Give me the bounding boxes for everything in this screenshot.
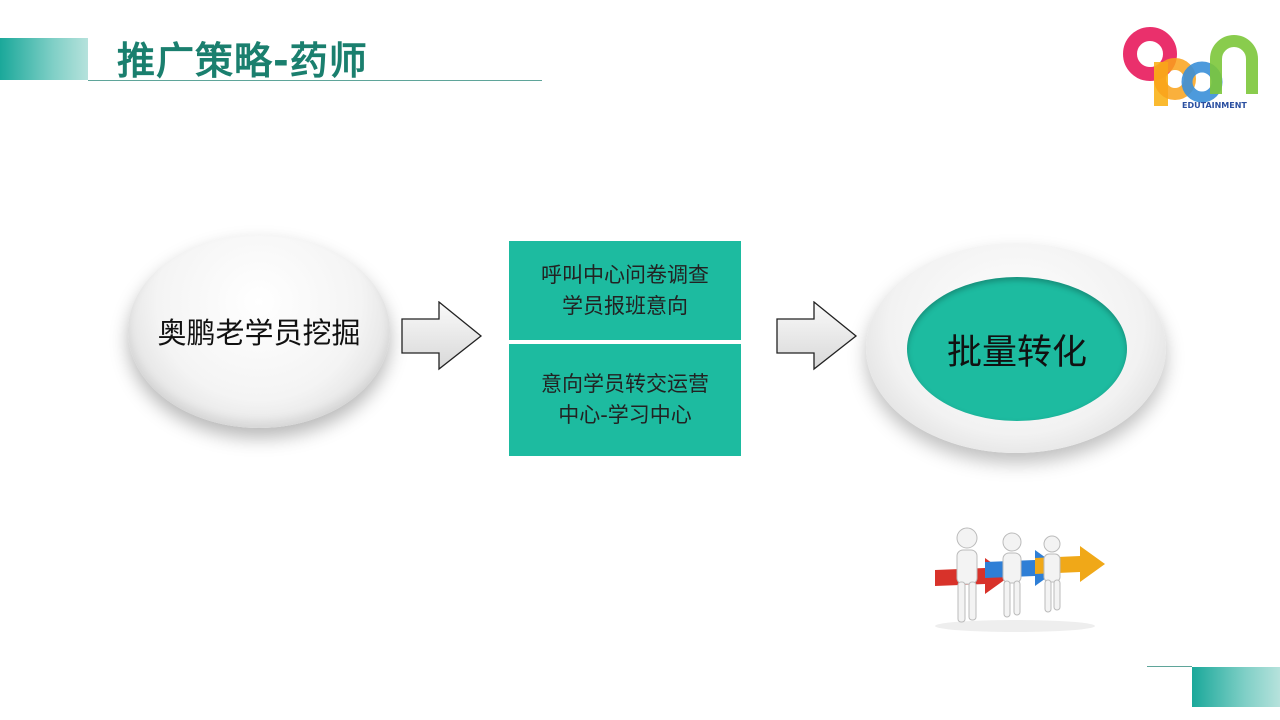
result-label: 批量转化 (946, 332, 1087, 373)
start-ellipse: 奥鹏老学员挖掘 (128, 234, 390, 428)
step-text: 呼叫中心问卷调查 (541, 262, 709, 287)
step-text: 意向学员转交运营 (541, 372, 709, 396)
arrow-right-icon (401, 301, 483, 371)
arrow-right-icon (776, 301, 858, 371)
step-box-transfer: 意向学员转交运营中心-学习中心 (509, 344, 741, 456)
result-ellipse: 批量转化 (866, 243, 1166, 453)
footer-decor-band (1192, 667, 1280, 707)
people-with-arrows-illustration (925, 520, 1110, 639)
result-inner: 批量转化 (907, 277, 1127, 421)
slide-title: 推广策略-药师 (117, 39, 368, 83)
step-text: 中心-学习中心 (558, 403, 692, 427)
open-edutainment-logo: EDUTAINMENT (1120, 24, 1265, 116)
step-text: 学员报班意向 (562, 293, 688, 318)
title-underline (88, 80, 542, 81)
title-decor-band (0, 38, 88, 80)
step-box-survey: 呼叫中心问卷调查学员报班意向 (509, 241, 741, 340)
start-label: 奥鹏老学员挖掘 (157, 316, 361, 350)
svg-text:EDUTAINMENT: EDUTAINMENT (1182, 101, 1247, 110)
footer-line (1147, 666, 1192, 667)
